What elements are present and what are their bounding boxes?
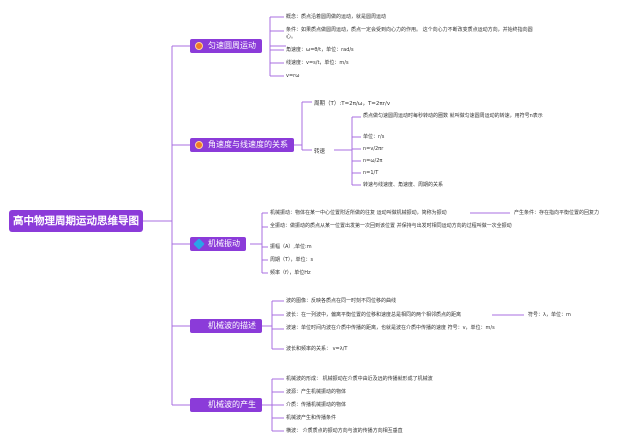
leaf-propagation-condition: 机械波产生和传播条件 <box>286 415 337 421</box>
branch-label: 角速度与线速度的关系 <box>208 140 288 149</box>
target-icon <box>195 42 203 50</box>
target-icon <box>195 141 203 149</box>
leaf-transverse-wave: 横波： 介质质点的振动方向与波的传播方向相互垂直 <box>286 428 403 434</box>
branch-wave-description[interactable]: 机械波的描述 <box>190 319 262 333</box>
leaf-speed-definition: 质点做匀速圆周运动时每秒转动的圈数 就叫做匀速圆周运动的转速，用符号n表示 <box>363 113 543 119</box>
leaf-frequency: 频率（f），单位Hz <box>270 270 311 276</box>
leaf-speed-formula-2: n=ω/2π <box>363 158 383 164</box>
leaf-full-vibration: 全振动：做振动的质点从某一位置出发第一次回到该位置 并保持与出发时相同运动方向的… <box>270 223 512 229</box>
leaf-wavelength-frequency: 波长和频率的关系： v=λ/T <box>286 346 348 352</box>
leaf-wave-graph: 波的图像：反映各质点在同一时刻不同位移的曲线 <box>286 298 397 304</box>
leaf-wavelength-symbol: 符号：λ，单位：m <box>528 312 571 318</box>
leaf-speed-formula-3: n=1/T <box>363 170 379 176</box>
leaf-speed-unit: 单位：r/s <box>363 134 385 140</box>
leaf-medium: 介质：传播机械振动的物体 <box>286 402 347 408</box>
leaf-angular-speed: 角速度：ω=θ/t，单位：rad/s <box>286 47 354 53</box>
branch-label: 机械振动 <box>208 239 240 248</box>
leaf-period: 周期（T）:T=2π/ω，T=2πr/v <box>314 101 391 107</box>
branch-wave-generation[interactable]: 机械波的产生 <box>190 398 262 412</box>
leaf-wave-source: 波源：产生机械振动的物体 <box>286 389 347 395</box>
leaf-generation-condition: 产生条件：存在指向平衡位置的回复力 <box>514 210 600 216</box>
branch-angular-linear-relation[interactable]: 角速度与线速度的关系 <box>190 138 294 152</box>
branch-mechanical-vibration[interactable]: 机械振动 <box>190 237 246 251</box>
leaf-vibration-definition: 机械振动：物体在某一中心位置附近所做的往复 运动叫做机械振动，简称为振动 <box>270 210 447 216</box>
central-topic[interactable]: 高中物理周期运动思维导图 <box>9 210 143 232</box>
leaf-amplitude: 振幅（A）,单位:m <box>270 244 312 250</box>
blue-diamond-icon <box>193 238 205 250</box>
leaf-speed-relations: 转速与线速度、角速度、周期的关系 <box>363 182 444 188</box>
branch-label: 匀速圆周运动 <box>208 41 256 50</box>
branch-label: 机械波的产生 <box>208 400 256 409</box>
leaf-speed-formula-1: n=v/2πr <box>363 146 384 152</box>
leaf-wavelength: 波长：在一列波中，偏离平衡位置的位移和速度总是相同的两个相邻质点的距离 <box>286 312 462 318</box>
leaf-wave-speed: 波速：单位时间内波在介质中传播的距离，也就是波在介质中传播的速度 符号：v，单位… <box>286 325 495 331</box>
branch-uniform-circular-motion[interactable]: 匀速圆周运动 <box>190 39 262 53</box>
leaf-condition: 条件：如果质点做圆周运动，质点一定会受到向心力的作用。 这个向心力不断改变质点运… <box>286 27 533 40</box>
leaf-v-equals-r-omega: v=rω <box>286 73 300 79</box>
leaf-wave-formation: 机械波的形成： 机械振动在介质中由近及远的传播就形成了机械波 <box>286 376 433 382</box>
leaf-linear-speed: 线速度：v=s/t，单位：m/s <box>286 60 349 66</box>
leaf-concept: 概念：质点沿着圆周做的运动，就是圆周运动 <box>286 14 387 20</box>
sub-topic-rotational-speed[interactable]: 转速 <box>314 149 326 155</box>
branch-label: 机械波的描述 <box>208 321 256 330</box>
leaf-period: 周期（T），单位：s <box>270 257 314 263</box>
